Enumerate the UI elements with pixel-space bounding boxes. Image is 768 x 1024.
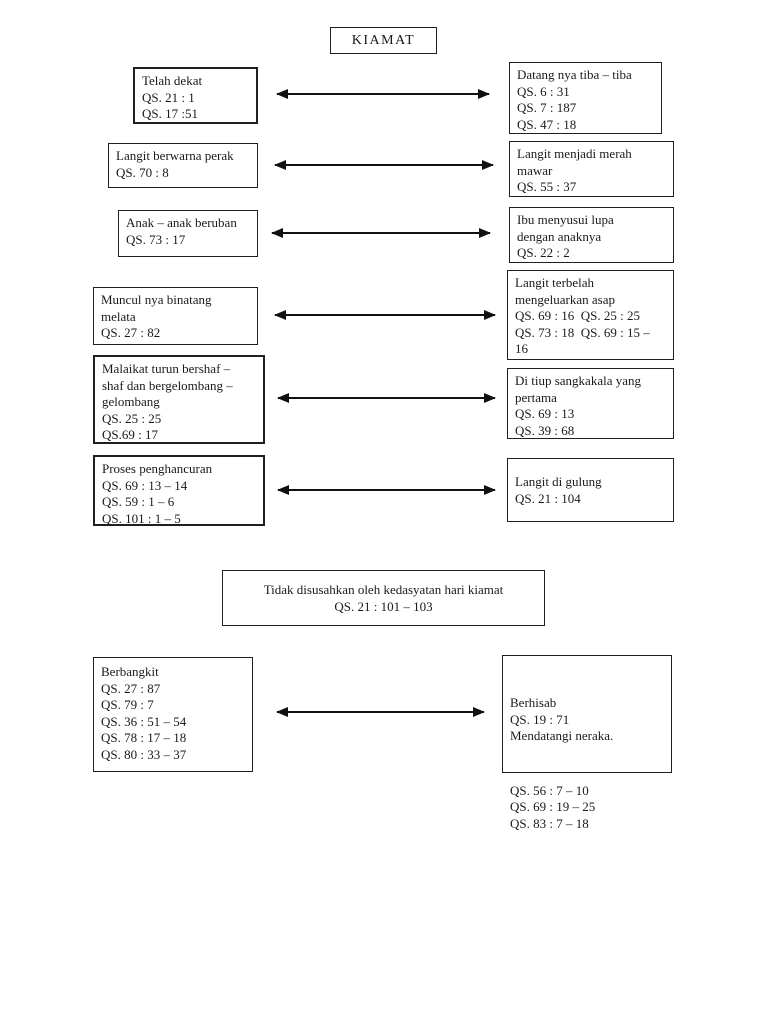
node-langit-berwarna-perak: Langit berwarna perak QS. 70 : 8 bbox=[108, 143, 258, 188]
node-anak-anak-beruban: Anak – anak beruban QS. 73 : 17 bbox=[118, 210, 258, 257]
node-langit-di-gulung: Langit di gulung QS. 21 : 104 bbox=[507, 458, 674, 522]
berhisab-text-bottom: QS. 56 : 7 – 10 QS. 69 : 19 – 25 QS. 83 … bbox=[510, 782, 596, 831]
page-title: KIAMAT bbox=[351, 32, 416, 48]
node-malaikat-turun: Malaikat turun bershaf – shaf dan bergel… bbox=[93, 355, 265, 444]
title-box: KIAMAT bbox=[330, 27, 437, 54]
node-berhisab: Berhisab QS. 19 : 71 Mendatangi neraka. … bbox=[502, 655, 672, 831]
berhisab-text-top: Berhisab QS. 19 : 71 Mendatangi neraka. bbox=[510, 695, 614, 743]
node-datang-tiba-tiba: Datang nya tiba – tiba QS. 6 : 31 QS. 7 … bbox=[509, 62, 662, 134]
node-proses-penghancuran: Proses penghancuran QS. 69 : 13 – 14 QS.… bbox=[93, 455, 265, 526]
node-sangkakala-pertama: Di tiup sangkakala yang pertama QS. 69 :… bbox=[507, 368, 674, 439]
node-berbangkit: Berbangkit QS. 27 : 87 QS. 79 : 7 QS. 36… bbox=[93, 657, 253, 772]
double-headed-arrow-icon bbox=[276, 707, 485, 717]
double-headed-arrow-icon bbox=[271, 228, 491, 238]
double-headed-arrow-icon bbox=[276, 89, 490, 99]
double-headed-arrow-icon bbox=[277, 393, 496, 403]
double-headed-arrow-icon bbox=[274, 310, 496, 320]
node-langit-merah-mawar: Langit menjadi merah mawar QS. 55 : 37 bbox=[509, 141, 674, 197]
summary-box: Tidak disusahkan oleh kedasyatan hari ki… bbox=[222, 570, 545, 626]
node-ibu-menyusui-lupa: Ibu menyusui lupa dengan anaknya QS. 22 … bbox=[509, 207, 674, 263]
double-headed-arrow-icon bbox=[277, 485, 496, 495]
double-headed-arrow-icon bbox=[274, 160, 494, 170]
node-binatang-melata: Muncul nya binatang melata QS. 27 : 82 bbox=[93, 287, 258, 345]
node-telah-dekat: Telah dekat QS. 21 : 1 QS. 17 :51 bbox=[133, 67, 258, 124]
node-langit-terbelah: Langit terbelah mengeluarkan asap QS. 69… bbox=[507, 270, 674, 360]
